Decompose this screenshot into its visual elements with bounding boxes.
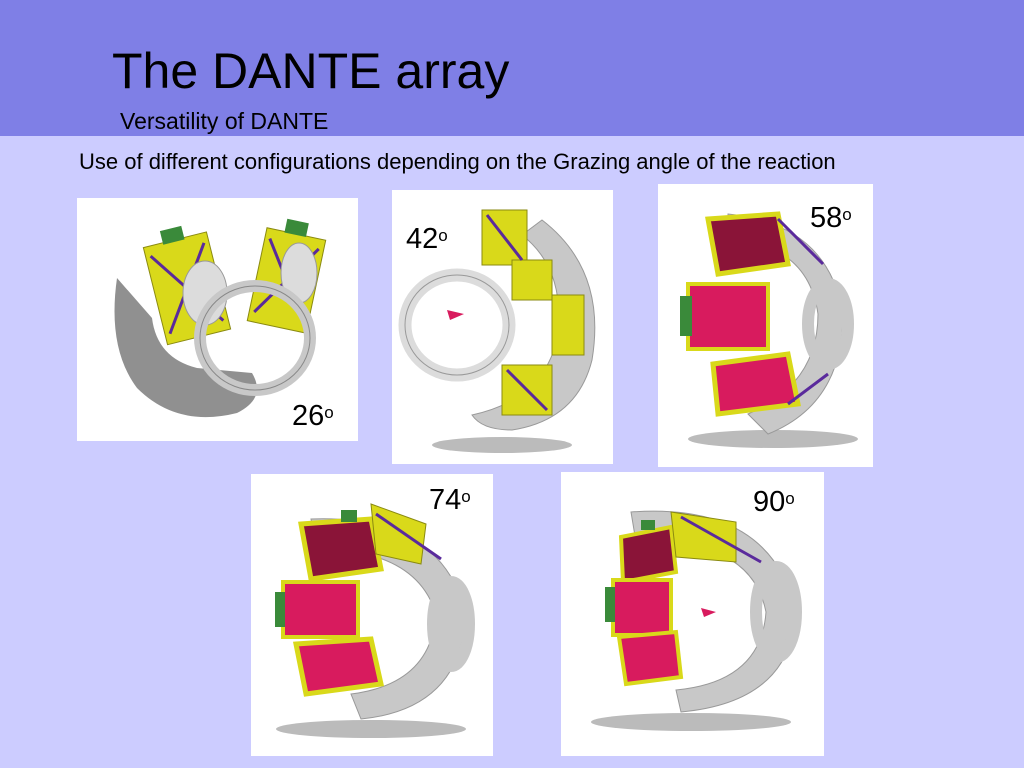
angle-label-90: 90o: [753, 486, 795, 518]
slide-title: The DANTE array: [112, 43, 510, 99]
config-illustration-74: [275, 503, 475, 738]
slide-subtitle: Versatility of DANTE: [120, 108, 329, 134]
config-panel-74: 74o: [251, 474, 493, 756]
config-panel-42: 42o: [392, 190, 613, 464]
config-illustration-26: [114, 218, 327, 418]
config-illustration-90: [591, 510, 802, 731]
angle-label-26: 26o: [292, 400, 334, 432]
angle-label-58: 58o: [810, 202, 852, 234]
config-panel-90: 90o: [561, 472, 824, 756]
config-illustration-42: [398, 209, 596, 453]
header-band: The DANTE array Versatility of DANTE: [0, 0, 1024, 136]
config-panel-26: 26o: [77, 198, 358, 441]
angle-label-42: 42o: [406, 223, 448, 255]
config-illustration-58: [680, 211, 858, 448]
angle-label-74: 74o: [429, 484, 471, 516]
slide-description: Use of different configurations dependin…: [79, 149, 836, 174]
config-panel-58: 58o: [658, 184, 873, 467]
